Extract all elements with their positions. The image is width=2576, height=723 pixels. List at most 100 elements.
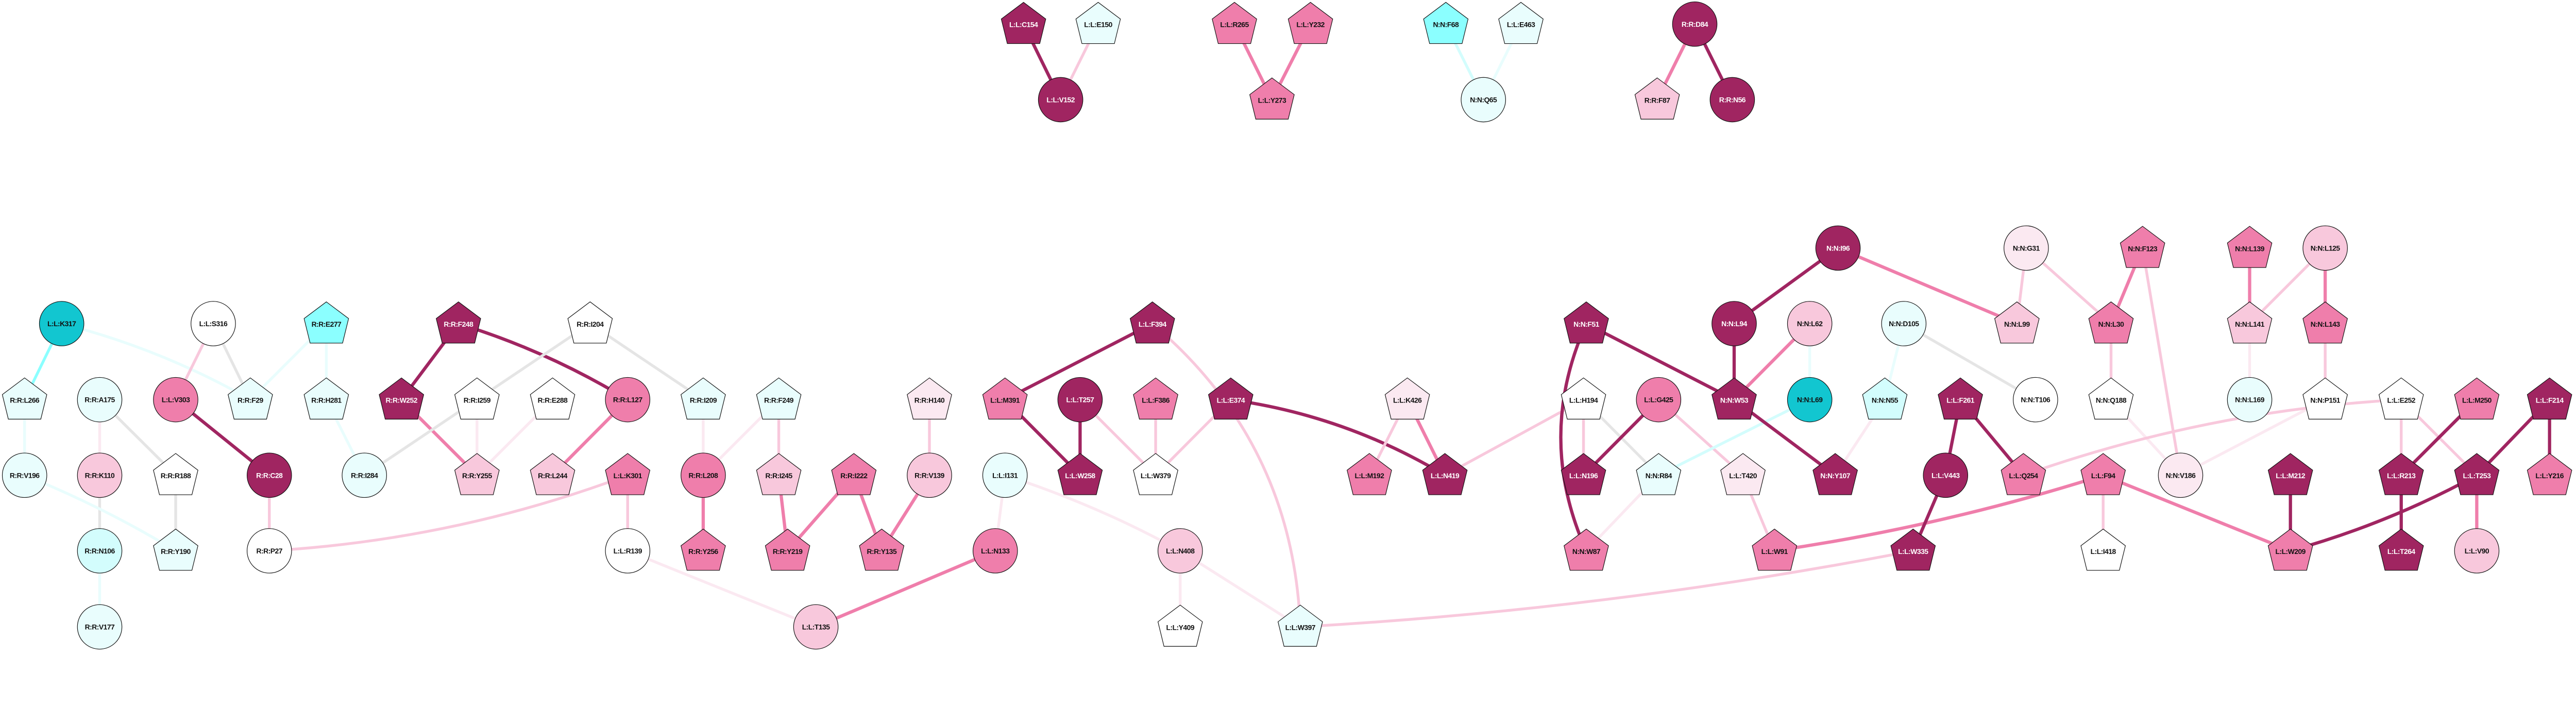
node-r-r-v196[interactable]: R:R:V196 xyxy=(2,452,47,498)
node-l-l-s316[interactable]: L:L:S316 xyxy=(191,301,236,346)
node-l-l-k426[interactable]: L:L:K426 xyxy=(1384,377,1430,419)
node-r-r-l208[interactable]: R:R:L208 xyxy=(681,452,726,498)
node-l-l-r139[interactable]: L:L:R139 xyxy=(605,528,651,574)
node-l-l-w379[interactable]: L:L:W379 xyxy=(1133,453,1178,495)
node-n-n-n55[interactable]: N:N:N55 xyxy=(1862,377,1908,419)
node-l-l-v443[interactable]: L:L:V443 xyxy=(1923,452,1969,498)
node-l-l-m250[interactable]: L:L:M250 xyxy=(2454,377,2500,419)
node-r-r-a175[interactable]: R:R:A175 xyxy=(77,377,123,423)
node-r-r-l266[interactable]: R:R:L266 xyxy=(2,377,47,419)
node-n-n-v186[interactable]: N:N:V186 xyxy=(2158,452,2204,498)
node-r-r-h140[interactable]: R:R:H140 xyxy=(907,377,952,419)
node-n-n-t106[interactable]: N:N:T106 xyxy=(2013,377,2058,423)
node-l-l-t420[interactable]: L:L:T420 xyxy=(1720,453,1766,495)
node-n-n-l69[interactable]: N:N:L69 xyxy=(1787,377,1833,423)
node-n-n-l99[interactable]: N:N:L99 xyxy=(1994,301,2040,344)
node-r-r-y135[interactable]: R:R:Y135 xyxy=(859,528,905,571)
node-r-r-l127[interactable]: R:R:L127 xyxy=(605,377,651,423)
node-r-r-w252[interactable]: R:R:W252 xyxy=(379,377,425,419)
node-l-l-v303[interactable]: L:L:V303 xyxy=(153,377,198,423)
node-l-l-w258[interactable]: L:L:W258 xyxy=(1057,453,1103,495)
node-r-r-i259[interactable]: R:R:I259 xyxy=(454,377,500,419)
node-l-l-v152[interactable]: L:L:V152 xyxy=(1038,77,1083,123)
node-n-n-y107[interactable]: N:N:Y107 xyxy=(1812,453,1858,495)
node-r-r-d84[interactable]: R:R:D84 xyxy=(1672,2,1718,47)
node-l-l-e252[interactable]: L:L:E252 xyxy=(2378,377,2424,419)
node-n-n-f123[interactable]: N:N:F123 xyxy=(2120,226,2165,268)
node-n-n-l94[interactable]: N:N:L94 xyxy=(1711,301,1757,346)
node-l-l-n196[interactable]: L:L:N196 xyxy=(1561,453,1606,495)
node-l-l-q254[interactable]: L:L:Q254 xyxy=(2001,453,2046,495)
node-n-n-q65[interactable]: N:N:Q65 xyxy=(1461,77,1506,123)
node-l-l-r213[interactable]: L:L:R213 xyxy=(2378,453,2424,495)
node-l-l-e150[interactable]: L:L:E150 xyxy=(1075,2,1121,44)
node-r-r-n106[interactable]: R:R:N106 xyxy=(77,528,123,574)
node-r-r-y190[interactable]: R:R:Y190 xyxy=(153,528,198,571)
node-r-r-n56[interactable]: R:R:N56 xyxy=(1709,77,1755,123)
node-l-l-y273[interactable]: L:L:Y273 xyxy=(1249,77,1295,120)
node-l-l-w335[interactable]: L:L:W335 xyxy=(1890,528,1936,571)
node-l-l-n419[interactable]: L:L:N419 xyxy=(1422,453,1468,495)
node-r-r-r188[interactable]: R:R:R188 xyxy=(153,453,198,495)
node-l-l-y409[interactable]: L:L:Y409 xyxy=(1157,604,1203,647)
node-r-r-y255[interactable]: R:R:Y255 xyxy=(454,453,500,495)
node-l-l-i418[interactable]: L:L:I418 xyxy=(2080,528,2126,571)
node-r-r-i222[interactable]: R:R:I222 xyxy=(831,453,877,495)
node-l-l-k317[interactable]: L:L:K317 xyxy=(39,301,84,346)
node-r-r-v139[interactable]: R:R:V139 xyxy=(907,452,952,498)
node-l-l-w397[interactable]: L:L:W397 xyxy=(1277,604,1323,647)
node-n-n-p151[interactable]: N:N:P151 xyxy=(2302,377,2348,419)
node-r-r-i209[interactable]: R:R:I209 xyxy=(681,377,726,419)
node-l-l-t264[interactable]: L:L:T264 xyxy=(2378,528,2424,571)
node-l-l-n133[interactable]: L:L:N133 xyxy=(973,528,1018,574)
node-l-l-v90[interactable]: L:L:V90 xyxy=(2454,528,2500,574)
node-r-r-k110[interactable]: R:R:K110 xyxy=(77,452,123,498)
node-r-r-i204[interactable]: R:R:I204 xyxy=(567,301,613,344)
node-l-l-t257[interactable]: L:L:T257 xyxy=(1057,377,1103,423)
node-l-l-t253[interactable]: L:L:T253 xyxy=(2454,453,2500,495)
node-n-n-l143[interactable]: N:N:L143 xyxy=(2302,301,2348,344)
node-r-r-f29[interactable]: R:R:F29 xyxy=(228,377,273,419)
node-r-r-h281[interactable]: R:R:H281 xyxy=(303,377,349,419)
node-r-r-e288[interactable]: R:R:E288 xyxy=(530,377,575,419)
node-r-r-i284[interactable]: R:R:I284 xyxy=(342,452,387,498)
node-n-n-w87[interactable]: N:N:W87 xyxy=(1564,528,1609,571)
node-r-r-l244[interactable]: R:R:L244 xyxy=(530,453,575,495)
node-l-l-m212[interactable]: L:L:M212 xyxy=(2267,453,2313,495)
node-l-l-m192[interactable]: L:L:M192 xyxy=(1347,453,1392,495)
node-l-l-r265[interactable]: L:L:R265 xyxy=(1212,2,1257,44)
node-l-l-k301[interactable]: L:L:K301 xyxy=(605,453,651,495)
node-r-r-f249[interactable]: R:R:F249 xyxy=(756,377,802,419)
node-l-l-m391[interactable]: L:L:M391 xyxy=(982,377,1028,419)
node-n-n-d105[interactable]: N:N:D105 xyxy=(1881,301,1927,346)
node-l-l-i131[interactable]: L:L:I131 xyxy=(982,452,1028,498)
node-l-l-h194[interactable]: L:L:H194 xyxy=(1561,377,1606,419)
node-n-n-l139[interactable]: N:N:L139 xyxy=(2227,226,2273,268)
node-l-l-t135[interactable]: L:L:T135 xyxy=(793,604,839,650)
node-n-n-q188[interactable]: N:N:Q188 xyxy=(2088,377,2134,419)
node-n-n-f51[interactable]: N:N:F51 xyxy=(1564,301,1609,344)
node-l-l-f94[interactable]: L:L:F94 xyxy=(2080,453,2126,495)
node-l-l-e463[interactable]: L:L:E463 xyxy=(1498,2,1544,44)
node-n-n-l141[interactable]: N:N:L141 xyxy=(2227,301,2273,344)
node-r-r-p27[interactable]: R:R:P27 xyxy=(246,528,292,574)
node-r-r-f87[interactable]: R:R:F87 xyxy=(1634,77,1680,120)
node-n-n-r84[interactable]: N:N:R84 xyxy=(1636,453,1682,495)
node-r-r-e277[interactable]: R:R:E277 xyxy=(303,301,349,344)
node-n-n-i96[interactable]: N:N:I96 xyxy=(1815,225,1861,271)
node-r-r-v177[interactable]: R:R:V177 xyxy=(77,604,123,650)
node-r-r-y219[interactable]: R:R:Y219 xyxy=(765,528,810,571)
node-r-r-i245[interactable]: R:R:I245 xyxy=(756,453,802,495)
node-l-l-f261[interactable]: L:L:F261 xyxy=(1938,377,1983,419)
node-l-l-f214[interactable]: L:L:F214 xyxy=(2527,377,2572,419)
node-l-l-c154[interactable]: L:L:C154 xyxy=(1001,2,1046,44)
node-r-r-f248[interactable]: R:R:F248 xyxy=(436,301,481,344)
node-l-l-y232[interactable]: L:L:Y232 xyxy=(1287,2,1333,44)
node-n-n-l169[interactable]: N:N:L169 xyxy=(2227,377,2273,423)
node-r-r-c28[interactable]: R:R:C28 xyxy=(246,452,292,498)
node-r-r-y256[interactable]: R:R:Y256 xyxy=(681,528,726,571)
node-n-n-l30[interactable]: N:N:L30 xyxy=(2088,301,2134,344)
node-n-n-l62[interactable]: N:N:L62 xyxy=(1787,301,1833,346)
node-l-l-f394[interactable]: L:L:F394 xyxy=(1129,301,1175,344)
node-n-n-w53[interactable]: N:N:W53 xyxy=(1711,377,1757,419)
